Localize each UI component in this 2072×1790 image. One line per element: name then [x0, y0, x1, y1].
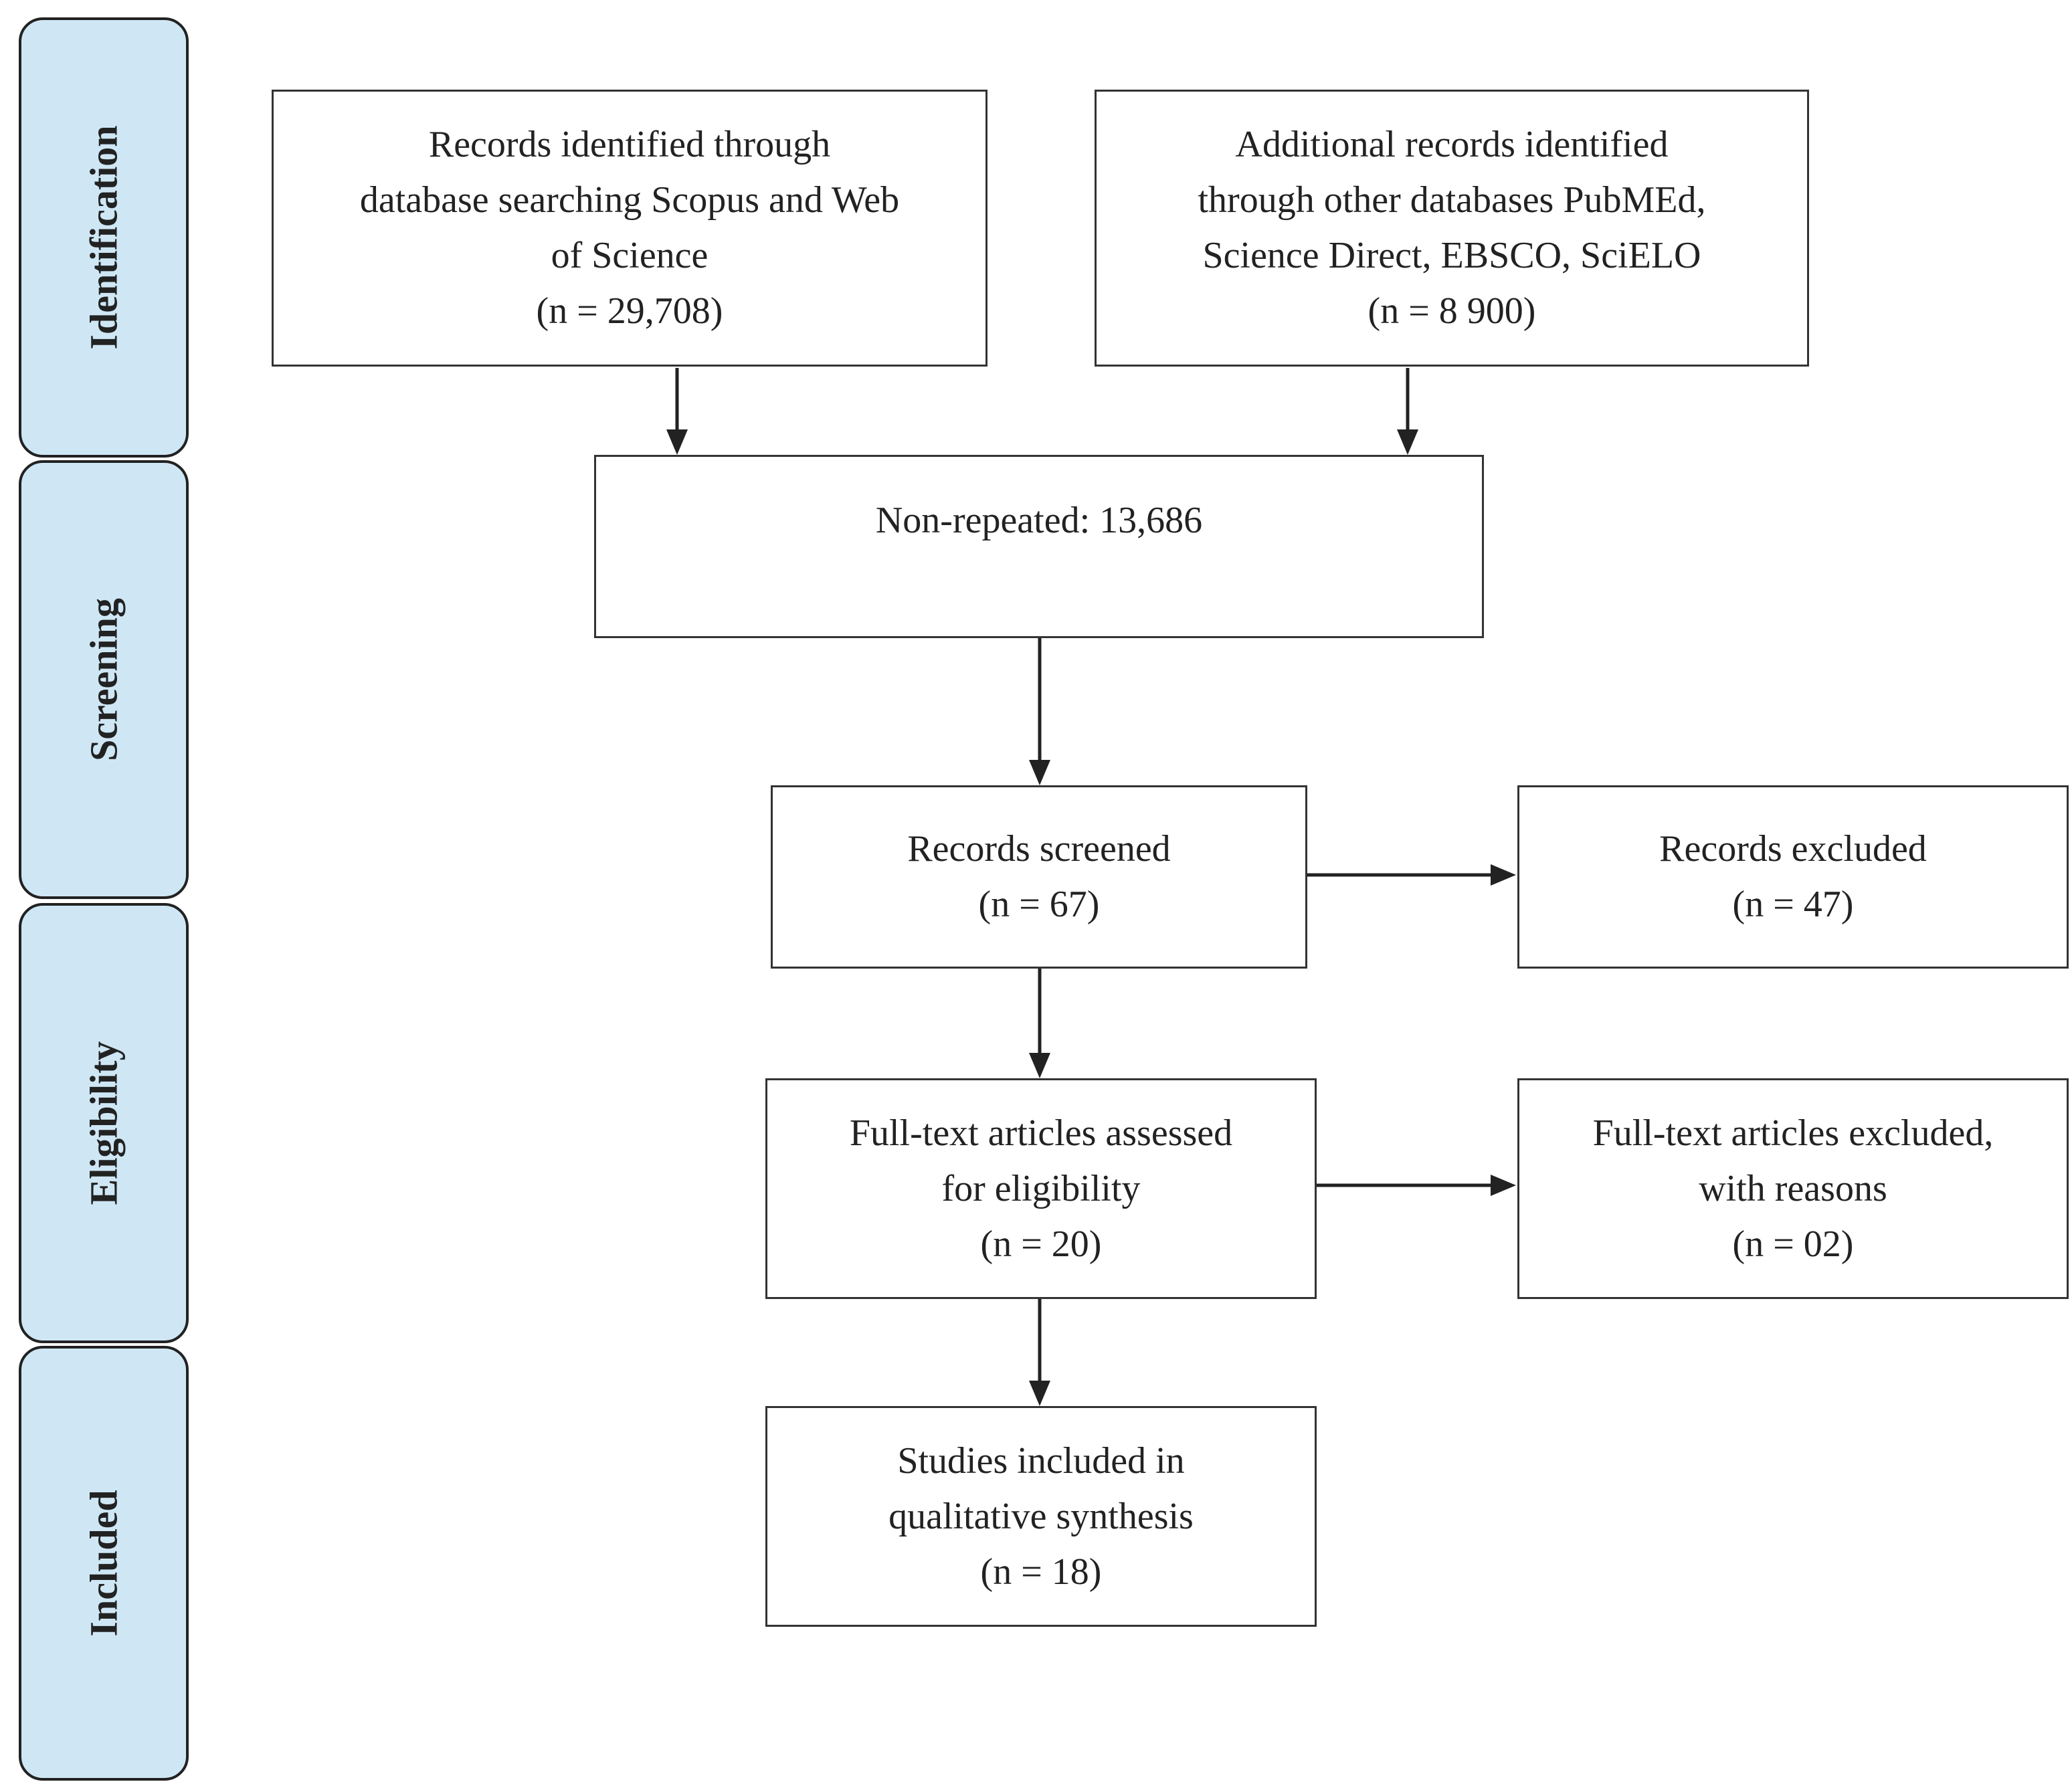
fulltext-assessed-box: Full-text articles assessed for eligibil…: [765, 1078, 1317, 1299]
fulltext-assessed-line-1: Full-text articles assessed: [849, 1112, 1233, 1154]
phase-screening: Screening: [19, 460, 189, 899]
studies-included-box: Studies included in qualitative synthesi…: [765, 1406, 1317, 1627]
database-records-box: Records identified through database sear…: [272, 90, 987, 367]
phase-eligibility: Eligibility: [19, 903, 189, 1343]
database-records-line-2: database searching Scopus and Web: [359, 179, 900, 221]
additional-records-box: Additional records identified through ot…: [1095, 90, 1809, 367]
arrow-assessed-to-included: [1029, 1299, 1050, 1406]
database-records-line-3: of Science: [551, 235, 709, 276]
arrow-screened-to-excluded: [1307, 864, 1516, 886]
studies-included-line-2: qualitative synthesis: [888, 1495, 1194, 1537]
arrow-database-to-nonrepeated: [666, 368, 688, 455]
studies-included-count: (n = 18): [980, 1551, 1102, 1593]
fulltext-excluded-line-2: with reasons: [1699, 1167, 1887, 1209]
additional-records-line-2: through other databases PubMEd,: [1198, 179, 1706, 221]
non-repeated-text: Non-repeated: 13,686: [875, 500, 1203, 541]
studies-included-line-1: Studies included in: [897, 1439, 1185, 1482]
records-screened-label: Records screened: [907, 828, 1171, 870]
fulltext-assessed-count: (n = 20): [980, 1223, 1102, 1265]
records-screened-box: Records screened (n = 67): [771, 785, 1307, 969]
arrow-additional-to-nonrepeated: [1397, 368, 1418, 455]
additional-records-count: (n = 8 900): [1368, 290, 1536, 332]
records-screened-count: (n = 67): [978, 884, 1100, 925]
records-excluded-box: Records excluded (n = 47): [1517, 785, 2069, 969]
arrow-screened-to-assessed: [1029, 969, 1050, 1078]
phase-identification: Identification: [19, 17, 189, 458]
additional-records-line-1: Additional records identified: [1235, 124, 1669, 165]
database-records-count: (n = 29,708): [536, 290, 723, 332]
fulltext-excluded-box: Full-text articles excluded, with reason…: [1517, 1078, 2069, 1299]
non-repeated-box: Non-repeated: 13,686: [594, 455, 1484, 638]
records-excluded-count: (n = 47): [1732, 884, 1854, 925]
fulltext-excluded-line-1: Full-text articles excluded,: [1592, 1112, 1994, 1154]
fulltext-excluded-count: (n = 02): [1732, 1223, 1854, 1265]
additional-records-line-3: Science Direct, EBSCO, SciELO: [1202, 235, 1701, 276]
database-records-line-1: Records identified through: [428, 124, 831, 165]
arrow-nonrepeated-to-screened: [1029, 638, 1050, 785]
fulltext-assessed-line-2: for eligibility: [941, 1167, 1141, 1209]
phase-included: Included: [19, 1346, 189, 1781]
arrow-assessed-to-fulltext-excluded: [1317, 1175, 1516, 1196]
records-excluded-label: Records excluded: [1659, 828, 1927, 870]
